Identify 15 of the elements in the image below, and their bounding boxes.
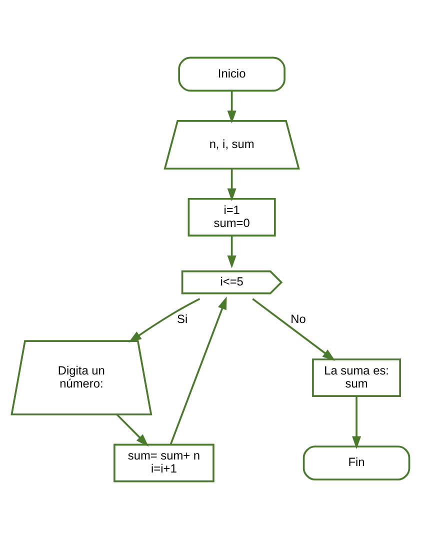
edge-label: No [290,312,306,326]
arrow [227,236,236,268]
arrow [227,168,236,202]
arrow [352,396,362,450]
arrow [128,298,200,343]
arrow [227,90,236,124]
node-box: i=1 sum=0 [188,198,276,236]
node-box: sum= sum+ n i=i+1 [114,444,214,482]
node-box: Inicio [178,56,286,92]
arrow [116,414,149,447]
edge-label: Si [177,312,188,326]
arrow [252,298,336,361]
arrow [170,296,227,445]
node-box: Fin [302,446,410,480]
node-box: La suma es: sum [312,358,402,397]
